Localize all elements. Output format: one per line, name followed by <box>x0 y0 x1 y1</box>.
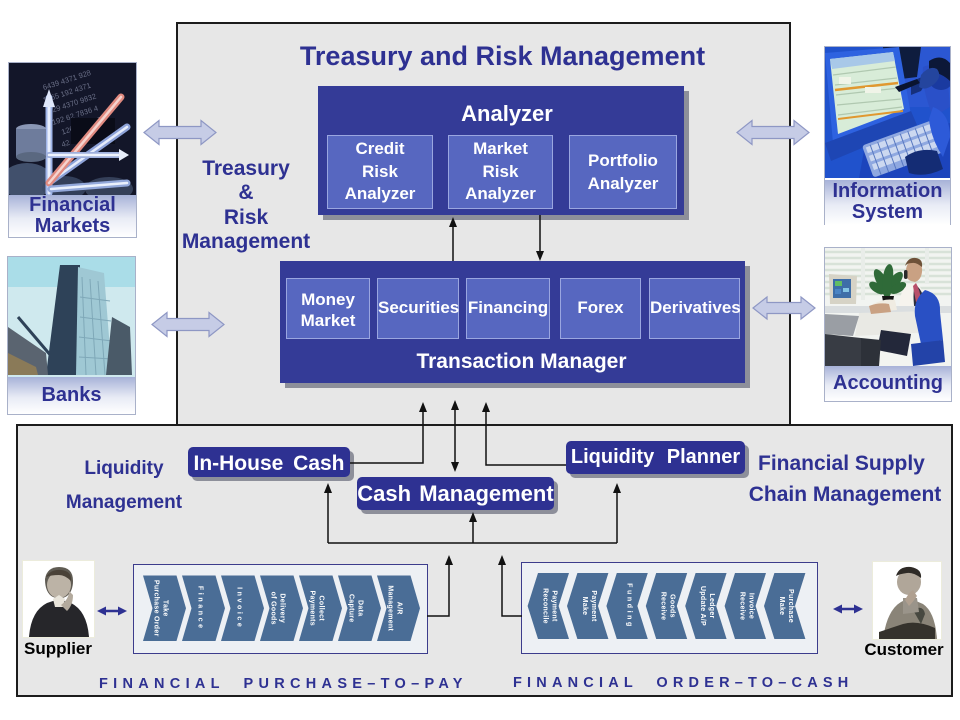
svg-text:Invoice: Invoice <box>236 587 243 629</box>
svg-text:Reconcile: Reconcile <box>542 588 549 624</box>
svg-text:Take: Take <box>162 600 169 617</box>
svg-text:Capture: Capture <box>348 594 355 623</box>
svg-text:Make: Make <box>778 597 785 616</box>
svg-text:Purchase: Purchase <box>787 589 794 623</box>
svg-text:Finance: Finance <box>197 586 204 631</box>
svg-text:Payments: Payments <box>309 591 316 626</box>
svg-text:Goods: Goods <box>669 594 676 618</box>
svg-text:Update A/P: Update A/P <box>699 586 706 626</box>
svg-text:Payment: Payment <box>590 590 597 622</box>
svg-text:Data: Data <box>357 600 364 616</box>
svg-text:Receive: Receive <box>660 592 667 621</box>
svg-text:Delivery: Delivery <box>279 593 286 623</box>
svg-text:A/R: A/R <box>396 602 403 615</box>
svg-text:Funding: Funding <box>625 583 632 629</box>
svg-text:Receive: Receive <box>739 592 746 621</box>
svg-text:Purchase Order: Purchase Order <box>153 580 160 637</box>
svg-text:Ledger: Ledger <box>708 593 715 618</box>
svg-text:Collect: Collect <box>318 596 325 622</box>
svg-text:Payment: Payment <box>551 590 558 622</box>
svg-text:Make: Make <box>581 597 588 616</box>
svg-text:Invoice: Invoice <box>748 593 755 619</box>
svg-text:of Goods: of Goods <box>270 592 277 625</box>
svg-text:Management: Management <box>387 585 394 631</box>
